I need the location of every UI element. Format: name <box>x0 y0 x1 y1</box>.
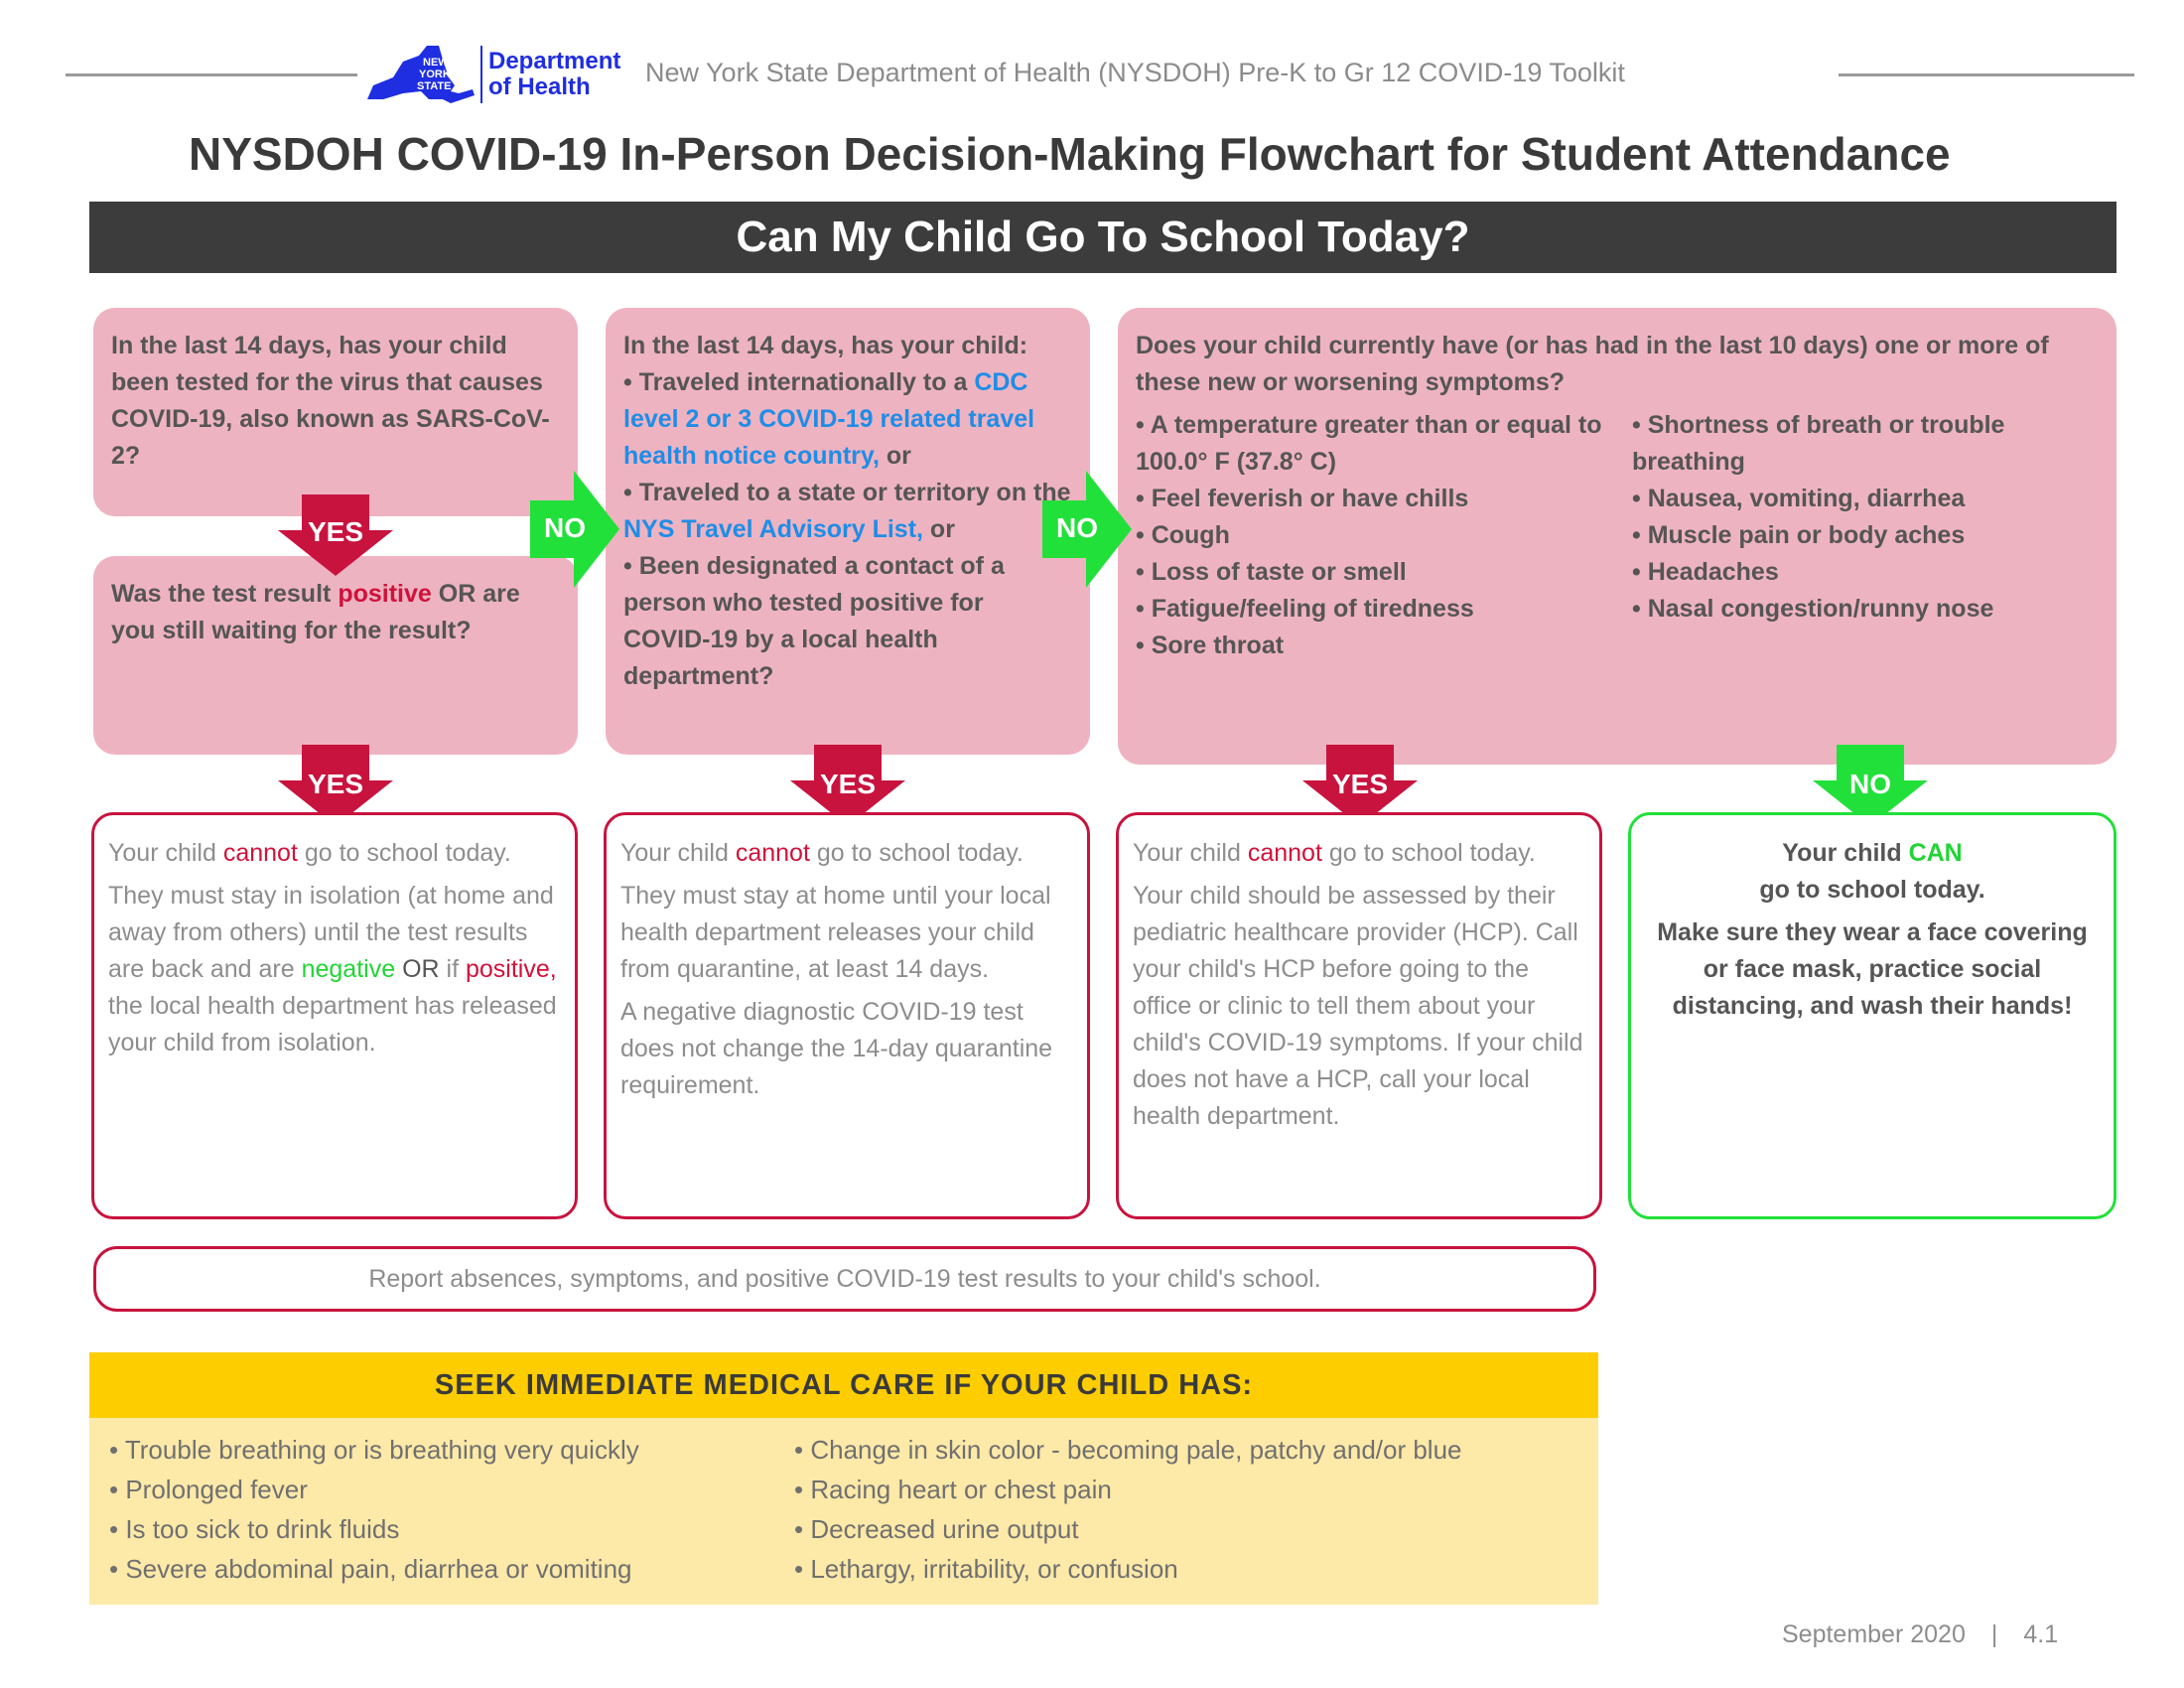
header-rule-right <box>1839 73 2134 76</box>
svg-text:STATE: STATE <box>417 80 451 92</box>
symptom-list-left: A temperature greater than or equal to 1… <box>1136 407 1632 664</box>
result-isolation-box: Your child cannot go to school today. Th… <box>91 812 578 1219</box>
arrow-yes-label: YES <box>307 769 364 799</box>
question-symptoms-intro: Does your child currently have (or has h… <box>1136 332 2049 396</box>
symptom-item: Sore throat <box>1136 628 1632 664</box>
symptom-item: Headaches <box>1632 554 2089 591</box>
arrow-down-icon <box>1813 745 1928 826</box>
result-symptoms-detail: Your child should be assessed by their p… <box>1133 882 1583 1130</box>
result-quarantine-headline: Your child cannot go to school today. <box>620 839 1024 867</box>
seek-care-heading: SEEK IMMEDIATE MEDICAL CARE IF YOUR CHIL… <box>89 1352 1598 1418</box>
logo-of-health: of Health <box>488 73 591 100</box>
footer-date: September 2020 <box>1782 1620 1966 1648</box>
symptom-list-right: Shortness of breath or trouble breathing… <box>1632 407 2089 664</box>
seek-care-item: Decreased urine output <box>794 1509 1462 1549</box>
symptom-item: Muscle pain or body aches <box>1632 517 2089 554</box>
result-can-attend-box: Your child CAN go to school today. Make … <box>1628 812 2116 1219</box>
report-notice: Report absences, symptoms, and positive … <box>93 1246 1596 1312</box>
toolkit-header-text: New York State Department of Health (NYS… <box>645 58 1625 87</box>
arrow-yes-label: YES <box>307 516 364 547</box>
result-quarantine-detail: They must stay at home until your local … <box>620 882 1051 983</box>
arrow-yes-symptoms: YES <box>1302 745 1418 826</box>
seek-care-list: Trouble breathing or is breathing very q… <box>89 1418 1598 1605</box>
seek-care-list-right: Change in skin color - becoming pale, pa… <box>794 1430 1462 1593</box>
result-isolation-headline: Your child cannot go to school today. <box>108 839 511 867</box>
result-symptoms-box: Your child cannot go to school today. Yo… <box>1116 812 1602 1219</box>
question-result-box: Was the test result positive OR are you … <box>93 556 578 755</box>
arrow-yes-result: YES <box>278 745 393 826</box>
question-result-positive: positive <box>338 580 432 608</box>
seek-care-item: Prolonged fever <box>109 1470 794 1509</box>
arrow-yes-label: YES <box>819 769 877 799</box>
svg-text:NEW: NEW <box>423 57 449 69</box>
arrow-no-symptoms: NO <box>1813 745 1928 826</box>
symptom-item: A temperature greater than or equal to 1… <box>1136 407 1632 481</box>
travel-criterion-international: Traveled internationally to a CDC level … <box>623 364 1072 475</box>
symptom-item: Shortness of breath or trouble breathing <box>1632 407 2089 481</box>
symptom-item: Nausea, vomiting, diarrhea <box>1632 481 2089 517</box>
seek-care-list-left: Trouble breathing or is breathing very q… <box>109 1430 794 1593</box>
logo-wordmark: Department of Health <box>488 49 620 100</box>
symptom-item: Cough <box>1136 517 1632 554</box>
arrow-yes-label: YES <box>1331 769 1389 799</box>
arrow-no-travel: NO <box>1042 471 1132 588</box>
symptom-columns: A temperature greater than or equal to 1… <box>1136 407 2099 664</box>
seek-care-item: Lethargy, irritability, or confusion <box>794 1549 1462 1589</box>
question-tested-box: In the last 14 days, has your child been… <box>93 308 578 516</box>
symptom-item: Loss of taste or smell <box>1136 554 1632 591</box>
footer-divider: | <box>1990 1620 1998 1648</box>
question-symptoms-box: Does your child currently have (or has h… <box>1118 308 2116 765</box>
cdc-travel-notice-link[interactable]: CDC level 2 or 3 COVID-19 related travel… <box>623 368 1035 470</box>
seek-care-item: Severe abdominal pain, diarrhea or vomit… <box>109 1549 794 1589</box>
nys-doh-logo: NEW YORK STATE Department of Health <box>363 40 631 109</box>
arrow-yes-tested: YES <box>278 494 393 576</box>
seek-care-item: Racing heart or chest pain <box>794 1470 1462 1509</box>
travel-criterion-state: Traveled to a state or territory on the … <box>623 475 1072 548</box>
symptom-item: Feel feverish or have chills <box>1136 481 1632 517</box>
logo-divider <box>480 46 482 103</box>
arrow-no-label: NO <box>544 512 586 543</box>
arrow-down-icon <box>1302 745 1418 826</box>
symptom-item: Fatigue/feeling of tiredness <box>1136 591 1632 628</box>
arrow-no-label: NO <box>1849 769 1891 799</box>
seek-care-item: Trouble breathing or is breathing very q… <box>109 1430 794 1470</box>
result-quarantine-box: Your child cannot go to school today. Th… <box>604 812 1090 1219</box>
arrow-down-icon <box>278 494 393 576</box>
logo-department: Department <box>488 48 621 74</box>
result-isolation-detail: They must stay in isolation (at home and… <box>108 882 557 1056</box>
seek-care-item: Is too sick to drink fluids <box>109 1509 794 1549</box>
footer-page-number: 4.1 <box>2023 1620 2059 1648</box>
question-travel-box: In the last 14 days, has your child: Tra… <box>606 308 1090 755</box>
svg-text:YORK: YORK <box>419 69 451 80</box>
page-title: NYSDOH COVID-19 In-Person Decision-Makin… <box>189 128 1951 180</box>
result-can-attend-detail: Make sure they wear a face covering or f… <box>1657 918 2088 1020</box>
arrow-down-icon <box>278 745 393 826</box>
ny-state-outline-icon: NEW YORK STATE <box>367 46 475 103</box>
arrow-down-icon <box>790 745 905 826</box>
nys-travel-advisory-link[interactable]: NYS Travel Advisory List, <box>623 515 923 543</box>
travel-criterion-contact: Been designated a contact of a person wh… <box>623 548 1072 695</box>
result-can-attend-headline: Your child CAN go to school today. <box>1759 839 1985 904</box>
result-symptoms-headline: Your child cannot go to school today. <box>1133 839 1536 867</box>
page-footer: September 2020 | 4.1 <box>1782 1620 2058 1649</box>
arrow-right-icon <box>530 471 619 588</box>
arrow-no-tested: NO <box>530 471 619 588</box>
question-travel-intro: In the last 14 days, has your child: <box>623 332 1028 359</box>
question-result-text-b: OR are you still waiting for the result? <box>111 580 520 644</box>
header-rule-left <box>66 73 357 76</box>
question-tested-text: In the last 14 days, has your child been… <box>111 332 550 470</box>
arrow-yes-travel: YES <box>790 745 905 826</box>
travel-criteria-list: Traveled internationally to a CDC level … <box>623 364 1072 695</box>
arrow-no-label: NO <box>1056 512 1098 543</box>
seek-care-item: Change in skin color - becoming pale, pa… <box>794 1430 1461 1470</box>
question-result-text-a: Was the test result <box>111 580 332 608</box>
question-banner: Can My Child Go To School Today? <box>89 202 2116 273</box>
arrow-right-icon <box>1042 471 1132 588</box>
symptom-item: Nasal congestion/runny nose <box>1632 591 2089 628</box>
result-quarantine-note: A negative diagnostic COVID-19 test does… <box>620 998 1053 1099</box>
